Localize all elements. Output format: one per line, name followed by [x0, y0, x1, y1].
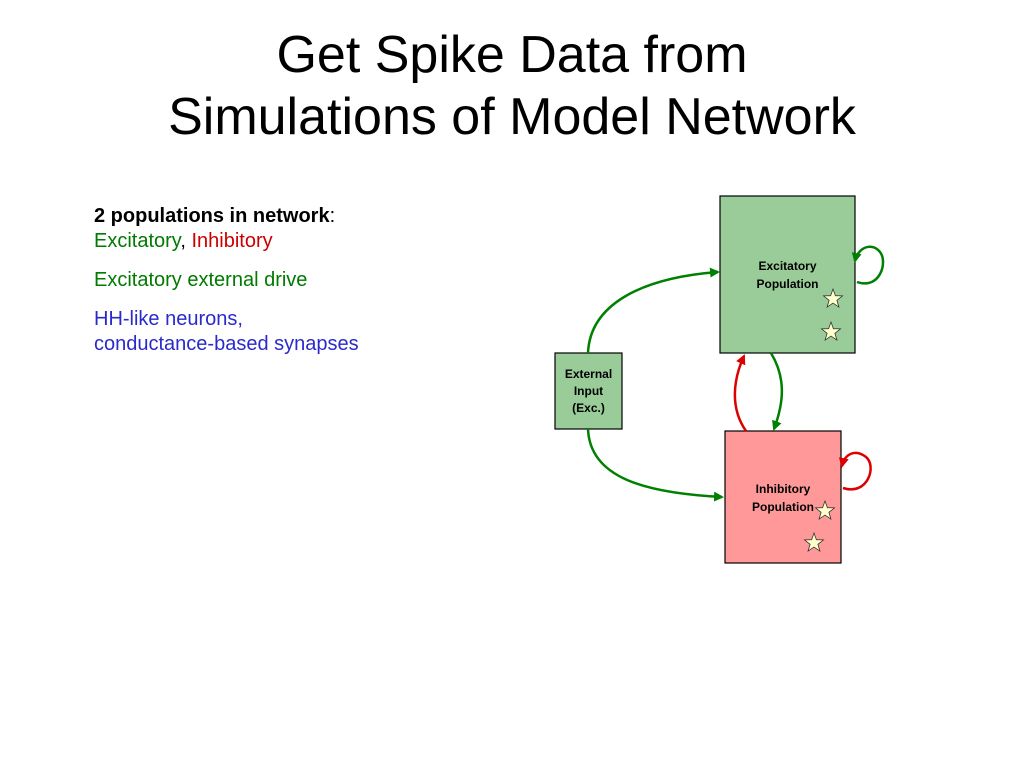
excitatory-population-label-2: Population — [757, 277, 819, 291]
inhibitory-neuron-star-icon — [814, 499, 836, 521]
inhibitory-label: Inhibitory — [191, 230, 273, 252]
inhibitory-population-label-1: Inhibitory — [756, 482, 811, 496]
bullet-list: 2 populations in network: Excitatory, In… — [94, 204, 494, 371]
bullet-populations: 2 populations in network: Excitatory, In… — [94, 204, 494, 254]
external-to-inhibitory-arrow — [586, 428, 724, 502]
external-input-label-1: External — [565, 367, 612, 381]
title-line-1: Get Spike Data from — [276, 26, 748, 84]
populations-heading: 2 populations in network — [94, 205, 330, 227]
populations-colon: : — [329, 205, 336, 227]
external-input-node: External Input (Exc.) — [554, 352, 623, 430]
external-input-box — [554, 352, 623, 430]
excitatory-neuron-star-icon — [822, 287, 844, 309]
title-line-2: Simulations of Model Network — [168, 88, 856, 146]
external-to-excitatory-arrow — [586, 267, 720, 354]
inhibitory-self-loop-arrow — [838, 451, 872, 491]
inhibitory-population-node: Inhibitory Population — [724, 430, 842, 564]
bullet-external-drive: Excitatory external drive — [94, 268, 494, 293]
neurons-text-line-1: HH-like neurons, — [94, 308, 243, 330]
inhibitory-population-label-2: Population — [752, 500, 814, 514]
excitatory-to-inhibitory-arrow — [769, 352, 784, 431]
external-input-label-3: (Exc.) — [572, 401, 605, 415]
bullet-neurons: HH-like neurons, conductance-based synap… — [94, 307, 494, 357]
excitatory-population-node: Excitatory Population — [719, 195, 856, 354]
neurons-text-line-2: conductance-based synapses — [94, 333, 359, 355]
external-drive-text: Excitatory external drive — [94, 269, 308, 291]
inhibitory-to-excitatory-arrow — [733, 354, 748, 432]
excitatory-self-loop-arrow — [851, 245, 885, 285]
comma-separator: , — [180, 230, 186, 252]
external-input-label-2: Input — [574, 384, 603, 398]
inhibitory-population-box — [724, 430, 842, 564]
excitatory-label: Excitatory — [94, 230, 181, 252]
excitatory-neuron-star-icon — [820, 320, 842, 342]
slide-title: Get Spike Data from Simulations of Model… — [0, 24, 1024, 148]
inhibitory-neuron-star-icon — [803, 531, 825, 553]
excitatory-population-label-1: Excitatory — [758, 259, 816, 273]
